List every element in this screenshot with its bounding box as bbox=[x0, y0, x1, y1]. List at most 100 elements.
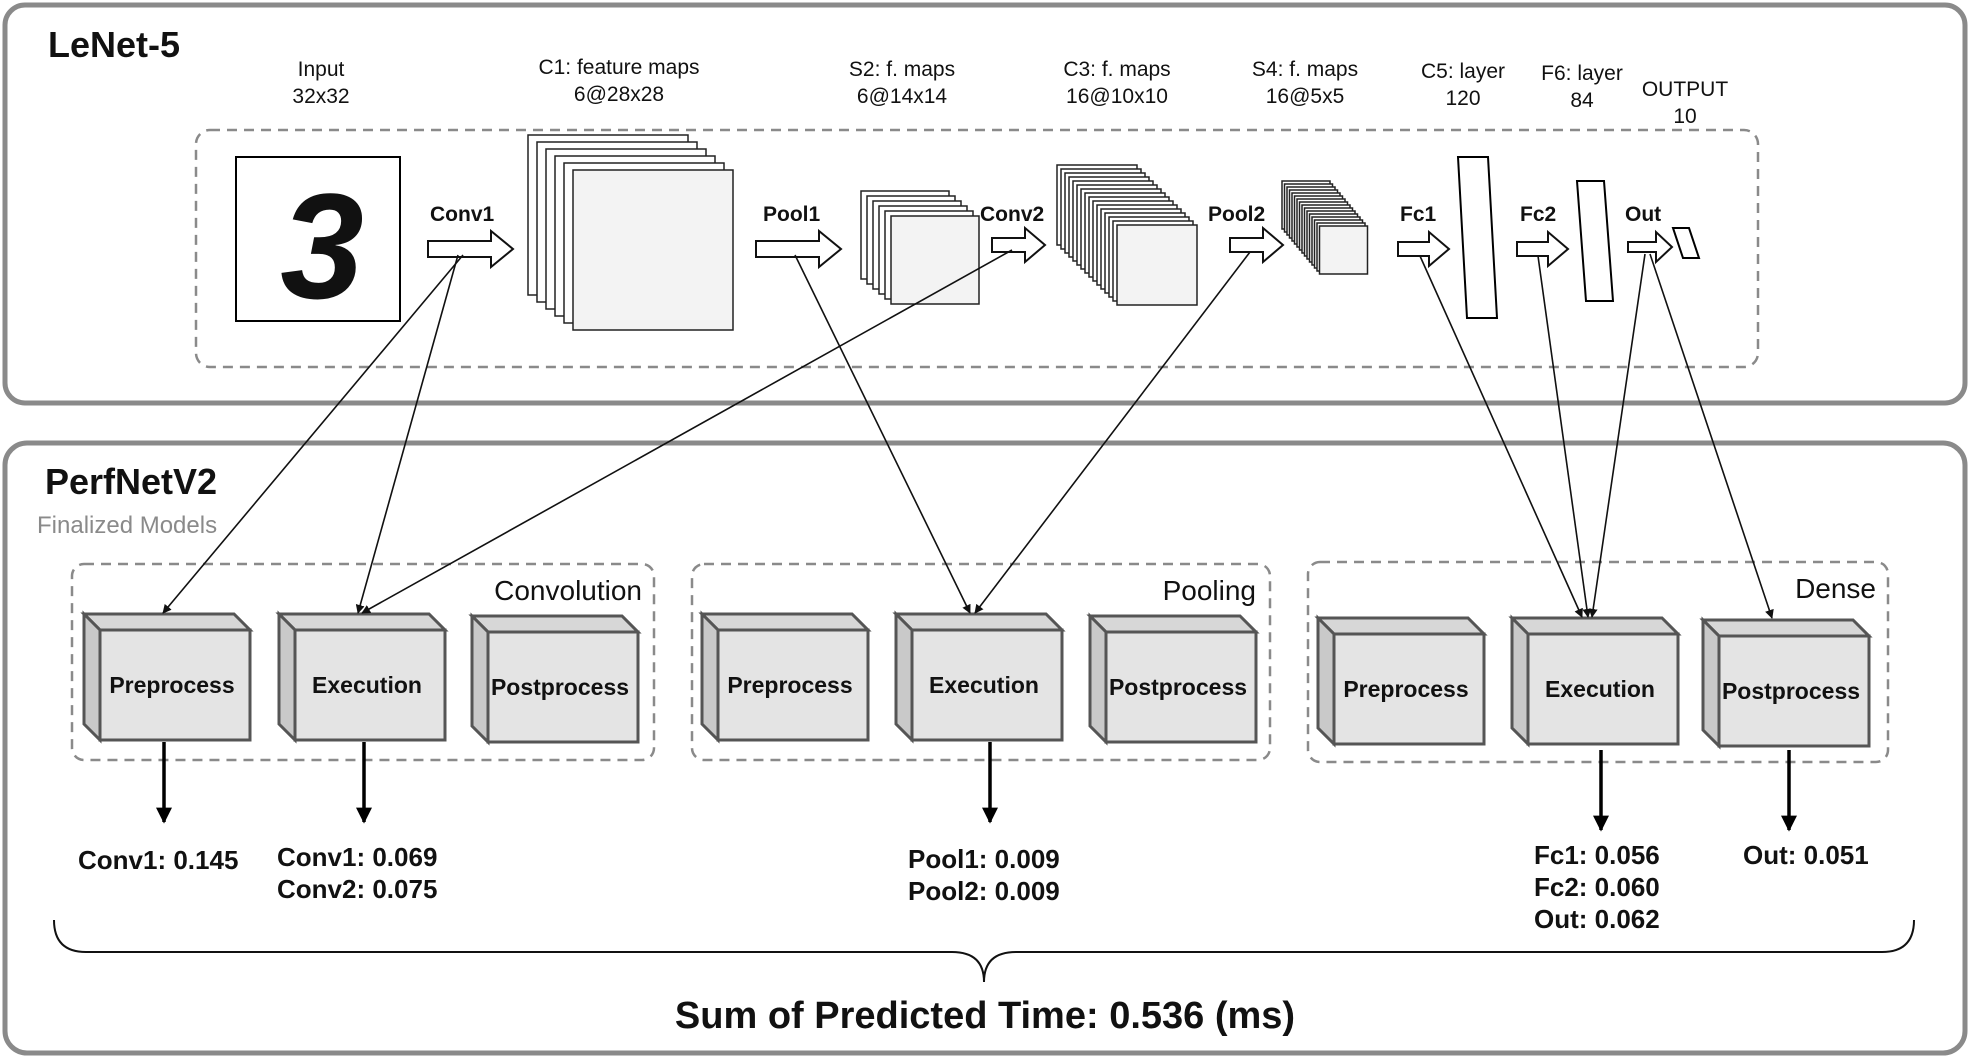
pooling-preprocess-box-top bbox=[698, 612, 872, 632]
pool2-to-pool-execution-arrow bbox=[974, 251, 1251, 614]
convolution-execution-box-front bbox=[293, 628, 447, 742]
layer-label-c1-name: C1: feature maps bbox=[538, 56, 699, 79]
pool2-op-arrow bbox=[1229, 225, 1285, 265]
convolution-preprocess-box: Preprocess bbox=[80, 610, 254, 744]
op-label-conv1: Conv1 bbox=[430, 203, 495, 226]
convolution-execution-box-top bbox=[275, 612, 449, 632]
operation-labels: Conv1 Pool1 Conv2 Pool2 Fc1 Fc2 Out bbox=[430, 203, 1661, 226]
pooling-preprocess-box-side bbox=[700, 610, 720, 744]
dense-execution-box: Execution bbox=[1508, 614, 1682, 748]
layer-label-s2-shape: 6@14x14 bbox=[857, 85, 948, 108]
pooling-preprocess-box-front bbox=[716, 628, 870, 742]
dense-postprocess-box-side bbox=[1701, 616, 1721, 750]
fc1-op-arrow bbox=[1397, 229, 1451, 269]
dense-preprocess-box-front bbox=[1332, 632, 1486, 746]
convolution-preprocess-box-front bbox=[98, 628, 252, 742]
layer-label-f6-name: F6: layer bbox=[1541, 62, 1623, 85]
layer-label-c3-shape: 16@10x10 bbox=[1066, 85, 1168, 108]
layer-label-input-shape: 32x32 bbox=[292, 85, 349, 108]
layer-label-output-name: OUTPUT bbox=[1642, 78, 1729, 101]
result-pool-exec-1: Pool2: 0.009 bbox=[908, 876, 1060, 906]
s4-feature-maps-map bbox=[1318, 225, 1369, 275]
layer-label-s4-name: S4: f. maps bbox=[1252, 58, 1358, 81]
pooling-postprocess-box: Postprocess bbox=[1086, 612, 1260, 746]
dense-group-label: Dense bbox=[1795, 573, 1876, 604]
conv1-to-conv-preprocess-arrow bbox=[162, 254, 464, 614]
dense-postprocess-box-top bbox=[1699, 618, 1873, 638]
result-arrows bbox=[156, 742, 1797, 832]
convolution-execution-box: Execution bbox=[275, 610, 449, 744]
convolution-postprocess-box-top bbox=[468, 614, 642, 634]
convolution-postprocess-box-front bbox=[486, 630, 640, 744]
dense-postprocess-box-front bbox=[1717, 634, 1871, 748]
result-conv-pre-0: Conv1: 0.145 bbox=[78, 845, 238, 875]
conv1-to-conv-execution-arrow bbox=[355, 254, 459, 614]
dense-preprocess-box-side bbox=[1316, 614, 1336, 748]
operation-arrows bbox=[427, 225, 1674, 270]
op-label-fc1: Fc1 bbox=[1400, 203, 1437, 226]
conv1-op-arrow bbox=[427, 228, 515, 270]
layer-label-f6-shape: 84 bbox=[1570, 89, 1594, 112]
output-layer-bar bbox=[1671, 227, 1701, 259]
op-label-fc2: Fc2 bbox=[1520, 203, 1556, 226]
layer-label-s2-name: S2: f. maps bbox=[849, 58, 955, 81]
result-values: Conv1: 0.145 Conv1: 0.069 Conv2: 0.075 P… bbox=[78, 840, 1869, 934]
conv2-op-arrow bbox=[991, 225, 1047, 265]
s4-feature-maps bbox=[1281, 180, 1369, 275]
stage-boxes: Preprocess Execution Postprocess Preprocess… bbox=[80, 610, 1873, 750]
out-to-dense-execution-arrow bbox=[1588, 253, 1646, 618]
c1-feature-maps-map bbox=[572, 169, 734, 331]
result-dense-exec-1: Fc2: 0.060 bbox=[1534, 872, 1660, 902]
dense-execution-box-side bbox=[1510, 614, 1530, 748]
dense-postprocess-box-label: Postprocess bbox=[1722, 678, 1860, 704]
fc2-to-dense-execution-arrow bbox=[1537, 255, 1592, 618]
layer-label-c5-name: C5: layer bbox=[1421, 60, 1505, 83]
layer-label-c5-shape: 120 bbox=[1445, 87, 1480, 110]
perfnet-title: PerfNetV2 bbox=[45, 461, 217, 502]
s2-feature-maps bbox=[860, 190, 980, 305]
op-label-conv2: Conv2 bbox=[980, 203, 1044, 226]
pooling-postprocess-box-top bbox=[1086, 614, 1260, 634]
lenet-title: LeNet-5 bbox=[48, 24, 180, 65]
mapping-arrows bbox=[162, 249, 1774, 619]
input-digit: 3 bbox=[280, 162, 363, 330]
dense-execution-box-top bbox=[1508, 616, 1682, 636]
dense-preprocess-box-top bbox=[1314, 616, 1488, 636]
s2-feature-maps-map bbox=[890, 215, 980, 305]
layer-label-s4-shape: 16@5x5 bbox=[1266, 85, 1345, 108]
result-pool-exec-0: Pool1: 0.009 bbox=[908, 844, 1060, 874]
pooling-execution-box-front bbox=[910, 628, 1064, 742]
pooling-preprocess-box-label: Preprocess bbox=[727, 672, 852, 698]
result-dense-exec-0: Fc1: 0.056 bbox=[1534, 840, 1660, 870]
op-label-out: Out bbox=[1625, 203, 1661, 226]
pooling-execution-box: Execution bbox=[892, 610, 1066, 744]
out-to-dense-postprocess-arrow bbox=[1649, 253, 1774, 619]
convolution-postprocess-box-side bbox=[470, 612, 490, 746]
c1-feature-maps bbox=[527, 134, 734, 331]
pool1-to-pool-execution-arrow bbox=[794, 254, 971, 614]
layer-label-input-name: Input bbox=[298, 58, 345, 81]
dense-execution-box-label: Execution bbox=[1545, 676, 1655, 702]
convolution-preprocess-box-top bbox=[80, 612, 254, 632]
pooling-execution-box-label: Execution bbox=[929, 672, 1039, 698]
convolution-postprocess-box: Postprocess bbox=[468, 612, 642, 746]
c3-feature-maps bbox=[1056, 164, 1198, 306]
lenet-network-frame bbox=[194, 128, 1760, 369]
convolution-preprocess-box-label: Preprocess bbox=[109, 672, 234, 698]
pooling-group-frame bbox=[690, 562, 1272, 762]
perfnet-panel bbox=[2, 440, 1968, 1056]
pooling-execution-box-top bbox=[892, 612, 1066, 632]
pooling-postprocess-box-front bbox=[1104, 630, 1258, 744]
pool1-op-arrow bbox=[755, 228, 843, 270]
c5-layer-bar bbox=[1456, 156, 1499, 319]
input-image bbox=[235, 156, 401, 322]
dense-execution-box-front bbox=[1526, 632, 1680, 746]
dense-postprocess-box: Postprocess bbox=[1699, 616, 1873, 750]
pooling-postprocess-box-side bbox=[1088, 612, 1108, 746]
dense-group-frame bbox=[1306, 560, 1890, 764]
perfnet-subtitle: Finalized Models bbox=[37, 512, 217, 539]
convolution-execution-box-label: Execution bbox=[312, 672, 422, 698]
result-conv-exec-0: Conv1: 0.069 bbox=[277, 842, 437, 872]
dense-preprocess-box-label: Preprocess bbox=[1343, 676, 1468, 702]
